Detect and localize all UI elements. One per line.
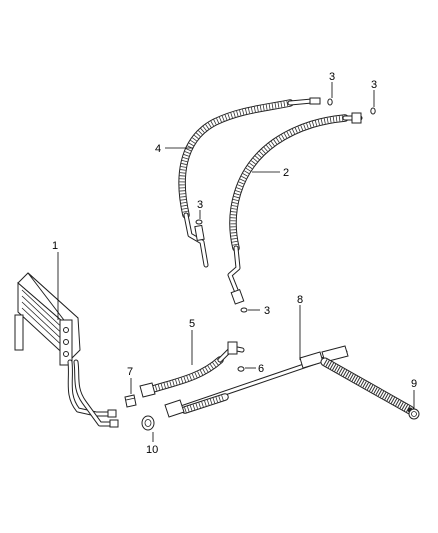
- clip: [124, 394, 137, 408]
- upper-hose: [178, 97, 321, 268]
- callout-1: 1: [52, 240, 58, 252]
- callout-10: 10: [146, 444, 158, 456]
- callout-5: 5: [189, 318, 195, 330]
- o-ring-5: [237, 366, 245, 372]
- callout-9: 9: [411, 378, 417, 390]
- cooler-assembly: [14, 272, 119, 428]
- o-ring-4: [240, 307, 248, 313]
- callout-7: 7: [127, 366, 133, 378]
- o-rings: [195, 98, 376, 313]
- callout-8: 8: [297, 294, 303, 306]
- callout-2: 2: [283, 167, 289, 179]
- o-ring-1: [327, 98, 333, 106]
- callout-3: 3: [264, 305, 270, 317]
- o-ring-2: [370, 107, 376, 115]
- callout-6: 6: [258, 363, 264, 375]
- return-hose: [139, 341, 245, 398]
- callout-3: 3: [371, 79, 377, 91]
- callout-3: 3: [197, 199, 203, 211]
- leader-lines: [57, 82, 415, 442]
- nut: [141, 415, 155, 431]
- long-hose: [227, 112, 363, 305]
- cooler-tube: [164, 345, 417, 418]
- o-ring-3: [195, 219, 203, 225]
- callout-3: 3: [329, 71, 335, 83]
- callout-4: 4: [155, 143, 161, 155]
- callout-labels: 1 2 3 3 3 3 4 5 6 7 8 9 10: [52, 71, 417, 456]
- clamp: [408, 408, 420, 420]
